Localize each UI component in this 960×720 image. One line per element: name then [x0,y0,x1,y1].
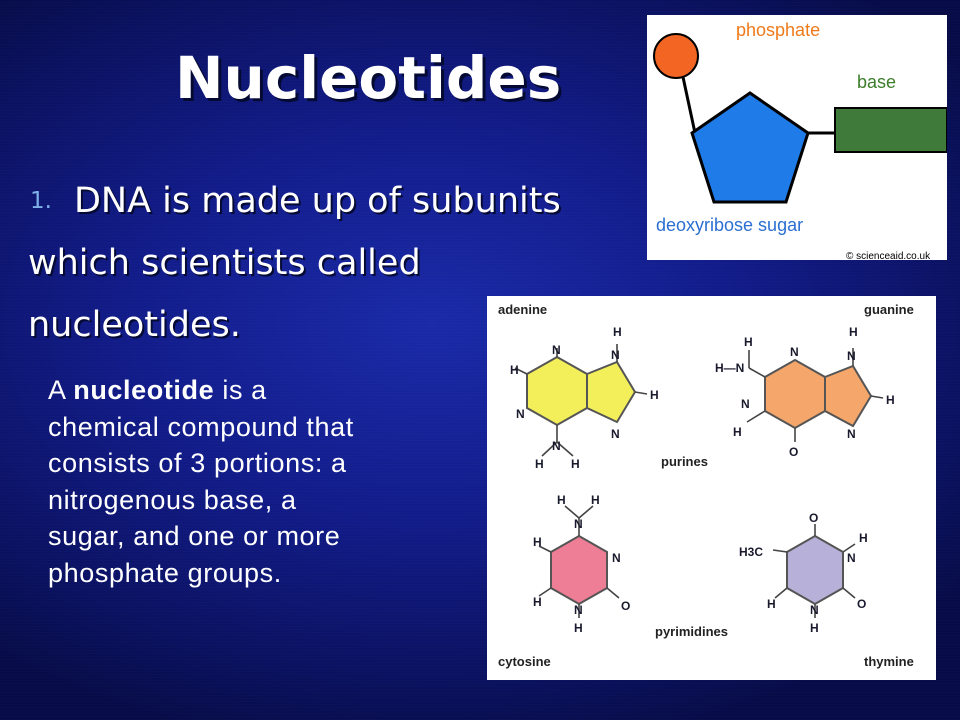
adenine-label: adenine [498,302,547,317]
bullet-line-2: which scientists called [28,243,421,283]
bullet-line-1: 1. DNA is made up of subunits [28,170,561,232]
svg-text:H—N: H—N [715,361,744,375]
desc-line-4: nitrogenous base, a [48,484,297,515]
thymine-label: thymine [864,654,914,669]
svg-text:N: N [612,551,621,565]
desc-rest: is a [214,375,267,405]
svg-text:H: H [613,325,622,339]
base-rectangle [834,107,948,153]
svg-text:N: N [552,343,561,357]
svg-text:N: N [790,345,799,359]
nucleotide-diagram: phosphate base deoxyribose sugar © scien… [647,15,948,262]
svg-text:N: N [847,551,856,565]
svg-text:H: H [533,535,542,549]
desc-line-3: consists of 3 portions: a [48,448,347,478]
bullet-point: 1. DNA is made up of subunits which scien… [28,170,561,356]
desc-line-6: phosphate groups. [48,557,282,588]
svg-text:H: H [767,597,776,611]
bullet-line-3: nucleotides. [28,305,241,345]
phosphate-label: phosphate [736,20,820,40]
adenine-molecule: NHN NHN HNH H [510,325,659,471]
svg-text:N: N [552,439,561,453]
svg-text:H: H [510,363,519,377]
desc-line-5: sugar, and one or more [48,521,341,551]
base-label: base [857,72,896,92]
desc-line-2: chemical compound that [48,411,354,442]
svg-text:H: H [859,531,868,545]
svg-text:N: N [611,427,620,441]
svg-text:H3C: H3C [739,545,763,559]
svg-text:H: H [886,393,895,407]
sugar-pentagon [690,91,810,204]
guanine-molecule: NH—N HNH NHN HO [715,325,895,459]
nucleotide-diagram-svg: phosphate base deoxyribose sugar © scien… [653,20,948,262]
svg-text:N: N [847,349,856,363]
svg-text:N: N [516,407,525,421]
phosphate-circle [653,33,699,79]
desc-term: nucleotide [73,375,215,405]
svg-text:N: N [611,348,620,362]
desc-prefix: A [48,375,74,405]
svg-text:H: H [744,335,753,349]
svg-text:H: H [533,595,542,609]
svg-text:N: N [574,603,583,617]
svg-text:H: H [574,621,583,635]
svg-text:O: O [809,511,818,525]
svg-text:H: H [557,493,566,507]
svg-text:N: N [810,603,819,617]
nucleotide-description: A nucleotide is a chemical compound that… [48,372,468,591]
nitrogenous-bases-diagram: adenine guanine purines pyrimidines cyto… [487,296,936,680]
svg-text:H: H [571,457,580,471]
bullet-text-1: DNA is made up of subunits [73,181,561,221]
sugar-label: deoxyribose sugar [656,215,803,235]
purines-label: purines [661,454,708,469]
cytosine-label: cytosine [498,654,551,669]
slide-title: Nucleotides [175,44,562,112]
svg-text:H: H [591,493,600,507]
svg-text:H: H [849,325,858,339]
svg-text:H: H [733,425,742,439]
bullet-number: 1. [30,188,52,214]
bases-diagram-svg: adenine guanine purines pyrimidines cyto… [498,302,914,669]
pyrimidines-label: pyrimidines [655,624,728,639]
guanine-label: guanine [864,302,914,317]
svg-text:H: H [810,621,819,635]
svg-text:O: O [621,599,630,613]
svg-text:N: N [574,517,583,531]
copyright-label: © scienceaid.co.uk [846,251,931,260]
svg-text:H: H [650,388,659,402]
svg-text:N: N [847,427,856,441]
svg-text:O: O [789,445,798,459]
svg-text:O: O [857,597,866,611]
svg-text:H: H [535,457,544,471]
svg-text:N: N [741,397,750,411]
